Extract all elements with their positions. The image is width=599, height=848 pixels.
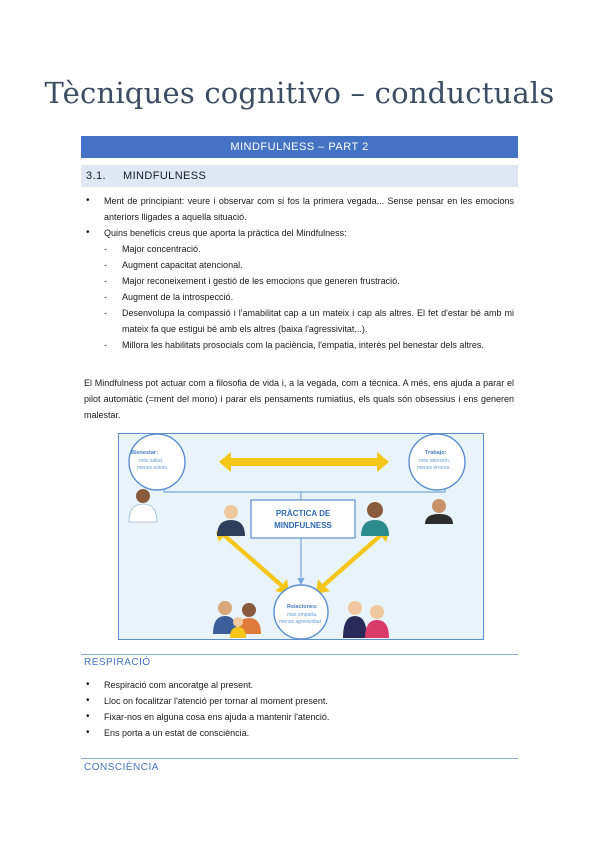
document-title: Tècniques cognitivo – conductuals [44, 76, 555, 110]
doctor-avatar [128, 489, 158, 523]
section-label: MINDFULNESS [123, 170, 207, 182]
circle-relationships [273, 584, 329, 639]
wellbeing-line2: menos estrés. [137, 465, 168, 471]
benefit-item: Augment capacitat atencional. [104, 257, 514, 273]
consciencia-heading: CONSCIÈNCIA [84, 762, 159, 773]
respiracio-item: Ens porta a un estat de consciència. [84, 725, 514, 741]
mindfulness-paragraph: El Mindfulness pot actuar com a filosofi… [84, 378, 514, 420]
work-title: Trabajo: [425, 450, 447, 456]
consciencia-divider [81, 758, 518, 759]
center-title-2: MINDFULNESS [274, 521, 332, 530]
businessman-avatar [425, 499, 453, 524]
arrow-right-diagonal [316, 529, 389, 594]
benefit-item: Augment de la introspecció. [104, 289, 514, 305]
wellbeing-line1: más salud, [139, 458, 163, 464]
respiracio-content: Respiració com ancoratge al present. Llo… [84, 677, 514, 741]
center-title-1: PRÀCTICA DE [276, 509, 331, 518]
respiracio-item: Respiració com ancoratge al present. [84, 677, 514, 693]
section-heading: 3.1. MINDFULNESS [81, 165, 518, 187]
benefit-item: Major concentració. [104, 241, 514, 257]
man-avatar-left [217, 505, 245, 536]
bullet-benefits-question: Quins beneficis creus que aporta la pràc… [84, 225, 514, 353]
part-banner: MINDFULNESS – PART 2 [81, 136, 518, 158]
diagram-svg: Bienestar: más salud, menos estrés. Trab… [128, 434, 466, 639]
respiracio-item: Fixar-nos en alguna cosa ens ajuda a man… [84, 709, 514, 725]
woman-avatar-right [361, 502, 389, 536]
wellbeing-title: Bienestar: [131, 450, 158, 456]
section-number: 3.1. [86, 170, 106, 182]
yellow-arrows [216, 452, 389, 594]
bullet-list: Ment de principiant: veure i observar co… [84, 193, 514, 353]
work-line1: más atención, [419, 458, 450, 464]
benefit-item: Millora les habilitats prosocials com la… [104, 337, 514, 353]
respiracio-heading: RESPIRACIÓ [84, 657, 151, 668]
benefit-item: Major reconeixement i gestió de les emoc… [104, 273, 514, 289]
relationships-line2: menos agresividad. [279, 619, 322, 625]
benefits-list: Major concentració. Augment capacitat at… [104, 241, 514, 353]
benefits-question-text: Quins beneficis creus que aporta la pràc… [104, 228, 347, 238]
connector-top [160, 476, 449, 493]
respiracio-list: Respiració com ancoratge al present. Llo… [84, 677, 514, 741]
main-content: Ment de principiant: veure i observar co… [84, 193, 514, 353]
arrow-left-diagonal [216, 529, 289, 594]
relationships-line1: más empatía, [287, 612, 317, 618]
circle-work [408, 434, 466, 491]
benefit-item: Desenvolupa la compassió i l'amabilitat … [104, 305, 514, 337]
circle-wellbeing [128, 434, 186, 491]
couple-avatar [343, 601, 389, 638]
arrow-horizontal [219, 452, 389, 472]
respiracio-item: Lloc on focalitzar l'atenció per tornar … [84, 693, 514, 709]
bullet-beginner-mind: Ment de principiant: veure i observar co… [84, 193, 514, 225]
center-box [250, 499, 356, 539]
mindfulness-diagram: Bienestar: más salud, menos estrés. Trab… [118, 433, 484, 640]
respiracio-divider [81, 654, 518, 655]
family-avatar [213, 601, 261, 638]
relationships-title: Relaciones: [287, 604, 318, 610]
work-line2: menos errores. [417, 465, 451, 471]
